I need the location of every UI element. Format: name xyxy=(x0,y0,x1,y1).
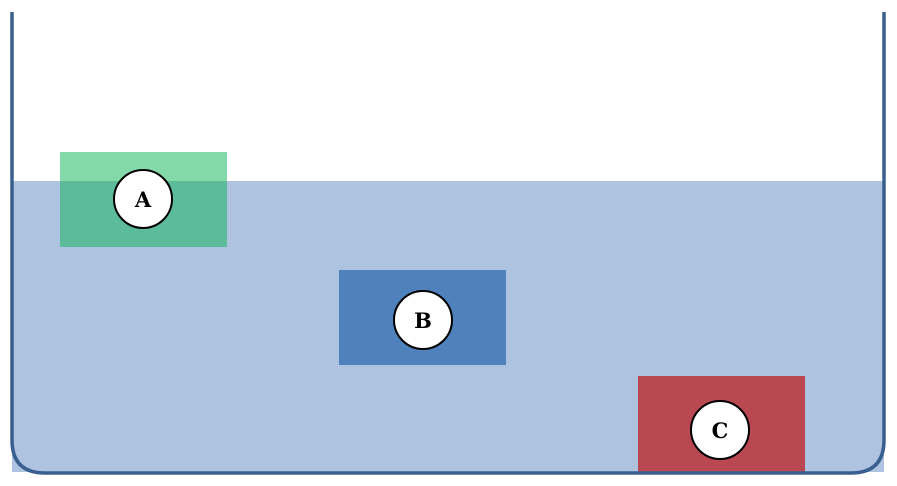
block-a: A xyxy=(60,152,227,247)
block-b-label: B xyxy=(414,308,432,333)
block-c-label-circle xyxy=(690,400,750,460)
block-a-label-circle xyxy=(113,169,173,229)
block-b: B xyxy=(339,270,506,365)
block-b-label-circle xyxy=(393,290,453,350)
block-a-label: A xyxy=(134,187,152,212)
block-c: C xyxy=(638,376,805,472)
block-c-label: C xyxy=(712,418,729,443)
container-outline xyxy=(10,12,886,475)
